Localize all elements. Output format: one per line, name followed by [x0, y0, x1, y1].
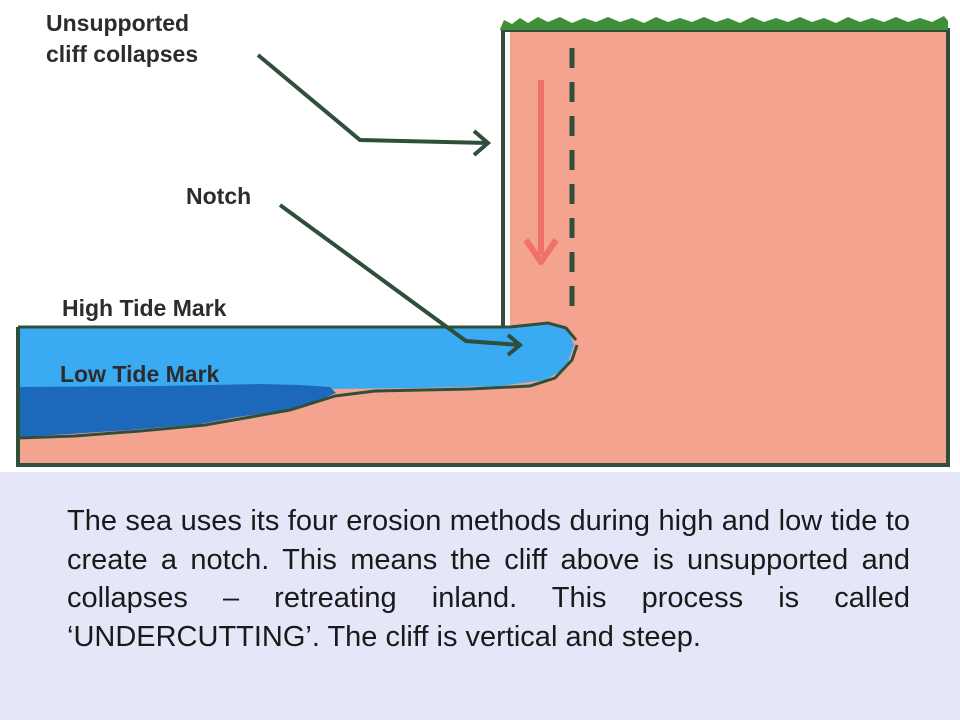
notch-outline	[509, 321, 578, 341]
cliff-outline	[16, 28, 950, 467]
cliff-collapse-label-line1: Unsupported	[46, 10, 189, 36]
low-tide-water	[18, 384, 336, 437]
low-tide-label: Low Tide Mark	[60, 361, 220, 387]
high-tide-water	[18, 324, 574, 392]
high-tide-label: High Tide Mark	[62, 295, 227, 321]
cliff-undercutting-diagram: Unsupported cliff collapses Notch High T…	[16, 10, 950, 467]
caption-panel	[0, 472, 960, 720]
grass-top	[500, 16, 948, 30]
collapse-arrow-head	[523, 238, 559, 265]
notch-pointer	[278, 203, 521, 347]
notch-pointer-head	[506, 333, 524, 357]
cliff-collapse-pointer-head	[472, 129, 492, 157]
cliff-collapse-pointer	[256, 53, 489, 145]
cliff-collapse-label-line2: cliff collapses	[46, 41, 198, 67]
seabed-line	[17, 344, 579, 440]
notch-label: Notch	[186, 183, 251, 209]
caption-text: The sea uses its four erosion methods du…	[67, 505, 910, 653]
